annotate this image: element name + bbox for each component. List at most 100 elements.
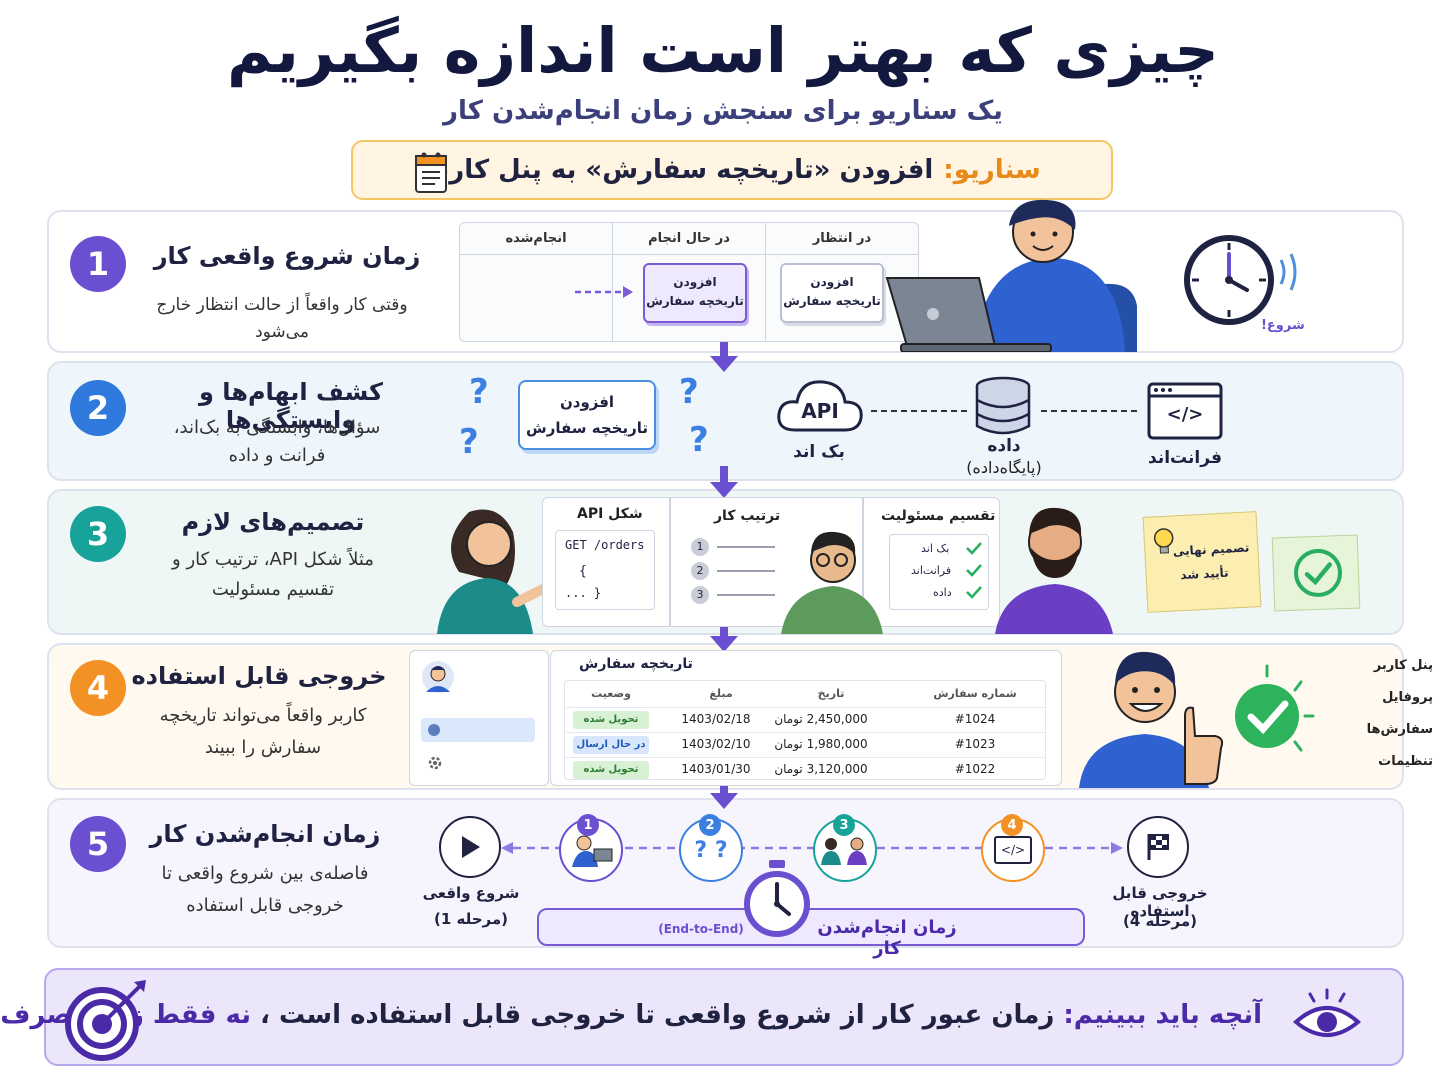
stage-title: خروجی قابل استفاده	[132, 662, 388, 690]
clipboard-icon	[416, 152, 448, 193]
start-sublabel: (مرحله 1)	[434, 910, 510, 928]
down-arrow-icon	[711, 340, 739, 372]
checkmark-circle-icon	[1294, 548, 1343, 597]
code-window-icon: </>	[995, 836, 1033, 864]
responsibility-item: فرانت‌اند	[912, 564, 953, 577]
question-mark-icon: ?	[460, 422, 480, 462]
questions-icon: ? ?	[695, 837, 729, 863]
order-date: 1403/02/18	[682, 712, 752, 726]
responsibility-item: بک اند	[922, 542, 951, 555]
stage-description-line: فرانت و داده	[229, 445, 327, 466]
down-arrow-icon	[711, 777, 739, 809]
api-code-box	[556, 530, 656, 610]
start-label: شروع!	[1262, 318, 1306, 333]
sidebar-title: پنل کاربر	[1374, 658, 1434, 673]
api-text: API	[802, 399, 840, 423]
developer-mini-icon	[573, 835, 614, 867]
stage-description: وقتی کار واقعاً از حالت انتظار خارج می‌ش…	[157, 295, 409, 343]
api-brace-open: {	[580, 564, 588, 579]
api-endpoint: GET /orders	[566, 538, 646, 552]
kanban-column-header: در انتظار	[767, 223, 919, 255]
e2e-sublabel: (End-to-End)	[659, 922, 745, 936]
order-amount: 3,120,000 تومان	[775, 762, 869, 776]
stage-number-badge: 1	[71, 236, 127, 292]
orders-table: شماره سفارش تاریخ مبلغ وضعیت #1024 2,450…	[565, 680, 1048, 781]
timeline-node-3	[814, 818, 878, 882]
banner-heading: آنچه باید ببینیم:	[1064, 1000, 1263, 1030]
column-header: وضعیت	[592, 687, 632, 700]
table-header-row: شماره سفارش تاریخ مبلغ وضعیت	[566, 683, 1048, 707]
order-step-badge: 2	[692, 562, 710, 580]
end-sublabel: (مرحله 4)	[1123, 912, 1199, 930]
board-divider	[863, 497, 865, 627]
stage-number-badge: 2	[71, 380, 127, 436]
orders-icon	[429, 724, 441, 736]
bottom-banner: آنچه باید ببینیم: زمان عبور کار از شروع …	[0, 968, 1405, 1066]
order-step-badge: 1	[692, 538, 710, 556]
scenario-label: سناریو:	[944, 155, 1042, 185]
question-mark-icon: ?	[690, 420, 710, 460]
stopwatch-icon	[745, 860, 811, 937]
note-line: تأیید شد	[1181, 565, 1230, 583]
finish-node	[1128, 816, 1190, 878]
question-mark-icon: ?	[470, 372, 490, 412]
stage-title: زمان انجام‌شدن کار	[150, 820, 382, 848]
lightbulb-icon	[1154, 528, 1175, 554]
order-date: 1403/02/10	[682, 737, 752, 751]
responsibility-item: داده	[934, 586, 953, 599]
code-symbol: </>	[1167, 404, 1205, 425]
status-badge: در حال ارسال	[574, 736, 650, 754]
sidebar-item-orders[interactable]: سفارش‌ها	[1367, 722, 1434, 737]
stage-description-line: سؤال‌ها، وابستگی به بک‌اند،	[174, 417, 382, 438]
page-subtitle: یک سناریو برای سنجش زمان انجام‌شدن کار	[444, 96, 1004, 126]
end-label: خروجی قابل استفاده	[1113, 884, 1209, 920]
kanban-column-header: در حال انجام	[614, 223, 766, 255]
man-thinking-icon	[782, 531, 884, 634]
task-card-line: افزودن	[811, 275, 855, 289]
order-date: 1403/01/30	[682, 762, 752, 776]
task-card-line: تاریخچه سفارش	[784, 294, 882, 309]
stage-title: زمان شروع واقعی کار	[154, 242, 422, 270]
dashed-arrow-icon	[576, 286, 634, 298]
backend-label: بک اند	[794, 442, 846, 462]
order-step-line	[718, 546, 776, 548]
stage-number-badge: 5	[71, 816, 127, 872]
task-card-line: افزودن	[674, 275, 718, 289]
play-icon	[463, 836, 481, 858]
table-row[interactable]: #1022 3,120,000 تومان 1403/01/30 تحویل ش…	[566, 757, 1048, 781]
note-line: تصمیم نهایی	[1173, 540, 1251, 559]
sidebar-item-profile[interactable]: پروفایل	[1383, 690, 1434, 705]
dashed-connector	[1042, 410, 1138, 412]
kanban-column-header: انجام‌شده	[461, 223, 613, 255]
banner-body: زمان عبور کار از شروع واقعی تا خروجی قاب…	[261, 1000, 1056, 1030]
end-to-end-bar	[538, 908, 1086, 946]
cloud-api-icon	[778, 380, 864, 432]
sidebar-item-settings[interactable]: تنظیمات	[1379, 754, 1434, 769]
order-amount: 2,450,000 تومان	[775, 712, 869, 726]
data-label: داده	[988, 436, 1022, 456]
order-step-line	[718, 594, 776, 596]
scenario-box: سناریو: افزودن «تاریخچه سفارش» به پنل کا…	[352, 140, 1114, 200]
api-brace-close: ... }	[566, 586, 603, 600]
timeline-badge: 3	[834, 814, 856, 836]
responsibility-heading: تقسیم مسئولیت	[882, 508, 997, 524]
table-row[interactable]: #1024 2,450,000 تومان 1403/02/18 تحویل ش…	[566, 707, 1048, 731]
task-card-line: تاریخچه سفارش	[647, 294, 745, 309]
man-bearded-icon	[996, 507, 1114, 634]
column-header: شماره سفارش	[934, 687, 1018, 700]
status-badge: تحویل شده	[574, 761, 650, 779]
column-header: مبلغ	[710, 687, 734, 700]
stage-description-line: تقسیم مسئولیت	[212, 579, 336, 600]
table-row[interactable]: #1023 1,980,000 تومان 1403/02/10 در حال …	[566, 732, 1048, 756]
timeline-badge: 4	[1002, 814, 1024, 836]
stage-number-badge: 4	[71, 660, 127, 716]
stage-description-line: خروجی قابل استفاده	[187, 895, 345, 916]
gear-icon	[429, 756, 443, 770]
success-check-icon	[1236, 664, 1316, 752]
browser-window-icon	[1148, 382, 1224, 440]
api-shape-heading: شکل API	[578, 506, 644, 522]
responsibility-list	[890, 534, 990, 610]
kanban-column-done: انجام‌شده	[461, 223, 613, 341]
task-card: افزودن تاریخچه سفارش	[781, 263, 885, 323]
man-thumbs-up-icon	[1080, 651, 1225, 788]
